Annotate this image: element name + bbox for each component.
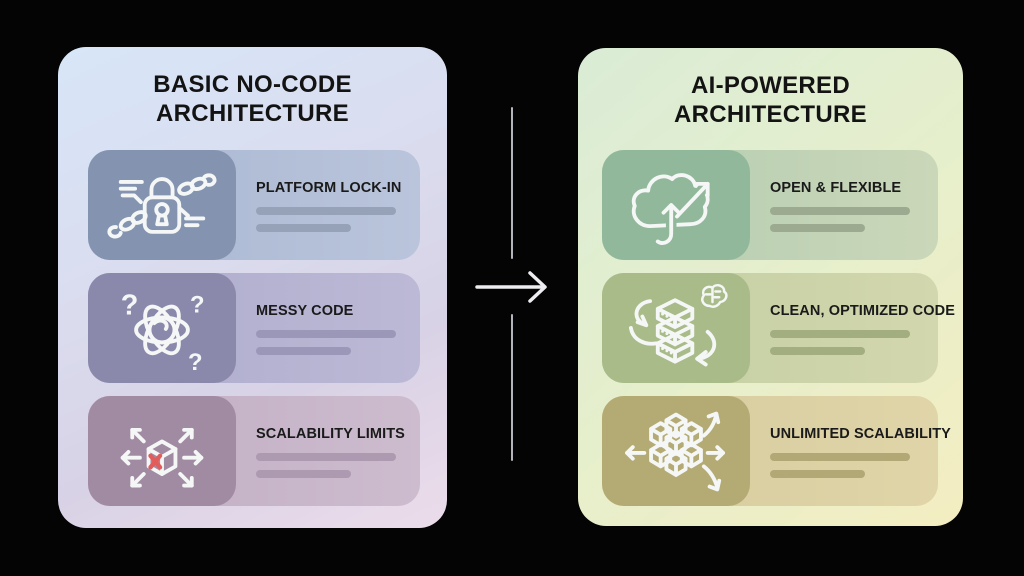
svg-text:?: ? [188,349,203,376]
placeholder-line [256,347,351,355]
placeholder-line [256,470,351,478]
placeholder-line [770,207,910,215]
feature-label: CLEAN, OPTIMIZED CODE [770,303,955,319]
lock-chain-icon [107,173,217,239]
feature-label: SCALABILITY LIMITS [256,426,405,442]
placeholder-line [256,453,396,461]
left-panel-title-line2: ARCHITECTURE [156,100,349,128]
feature-text: PLATFORM LOCK-IN [236,150,420,260]
brain-icon [701,284,728,308]
placeholder-line [256,207,396,215]
placeholder-line [770,330,910,338]
right-arrow-icon [475,271,547,303]
placeholder-line [770,453,910,461]
icon-tile [602,273,750,383]
feature-row-messy-code: ? ? ? MESSY CODE [88,273,420,383]
svg-text:?: ? [190,292,205,319]
placeholder-line [256,224,351,232]
feature-label: UNLIMITED SCALABILITY [770,426,951,442]
icon-tile [602,396,750,506]
transition-arrow [475,107,547,461]
feature-row-unlimited-scalability: UNLIMITED SCALABILITY [602,396,951,506]
svg-text:?: ? [121,290,139,322]
placeholder-line [770,470,865,478]
feature-row-clean-optimized-code: CLEAN, OPTIMIZED CODE [602,273,955,383]
tangled-knot-icon: ? ? ? [121,290,205,376]
feature-text: MESSY CODE [236,273,420,383]
left-feature-rows: PLATFORM LOCK-IN ? ? ? [88,150,420,506]
cube-blocked-arrows-icon [120,427,204,488]
right-panel-title-line2: ARCHITECTURE [674,101,867,129]
icon-tile [88,396,236,506]
optimized-stack-brain-icon [628,284,728,367]
icon-tile [602,150,750,260]
placeholder-line [256,330,396,338]
feature-row-platform-lock-in: PLATFORM LOCK-IN [88,150,420,260]
cube-cluster [649,412,703,477]
right-feature-rows: OPEN & FLEXIBLE [602,150,955,506]
feature-label: MESSY CODE [256,303,354,319]
feature-label: PLATFORM LOCK-IN [256,180,402,196]
placeholder-line [770,224,865,232]
placeholder-line [770,347,865,355]
feature-text: SCALABILITY LIMITS [236,396,420,506]
feature-row-scalability-limits: SCALABILITY LIMITS [88,396,420,506]
feature-text: CLEAN, OPTIMIZED CODE [750,273,955,383]
right-panel-title-line1: AI-POWERED [691,72,850,99]
icon-tile: ? ? ? [88,273,236,383]
left-panel-title-line1: BASIC NO-CODE [153,71,352,98]
feature-text: UNLIMITED SCALABILITY [750,396,951,506]
feature-text: OPEN & FLEXIBLE [750,150,938,260]
cube-cluster-expand-icon [625,411,725,492]
cloud-growth-icon [631,173,713,249]
icon-tile [88,150,236,260]
feature-label: OPEN & FLEXIBLE [770,180,902,196]
feature-row-open-flexible: OPEN & FLEXIBLE [602,150,938,260]
